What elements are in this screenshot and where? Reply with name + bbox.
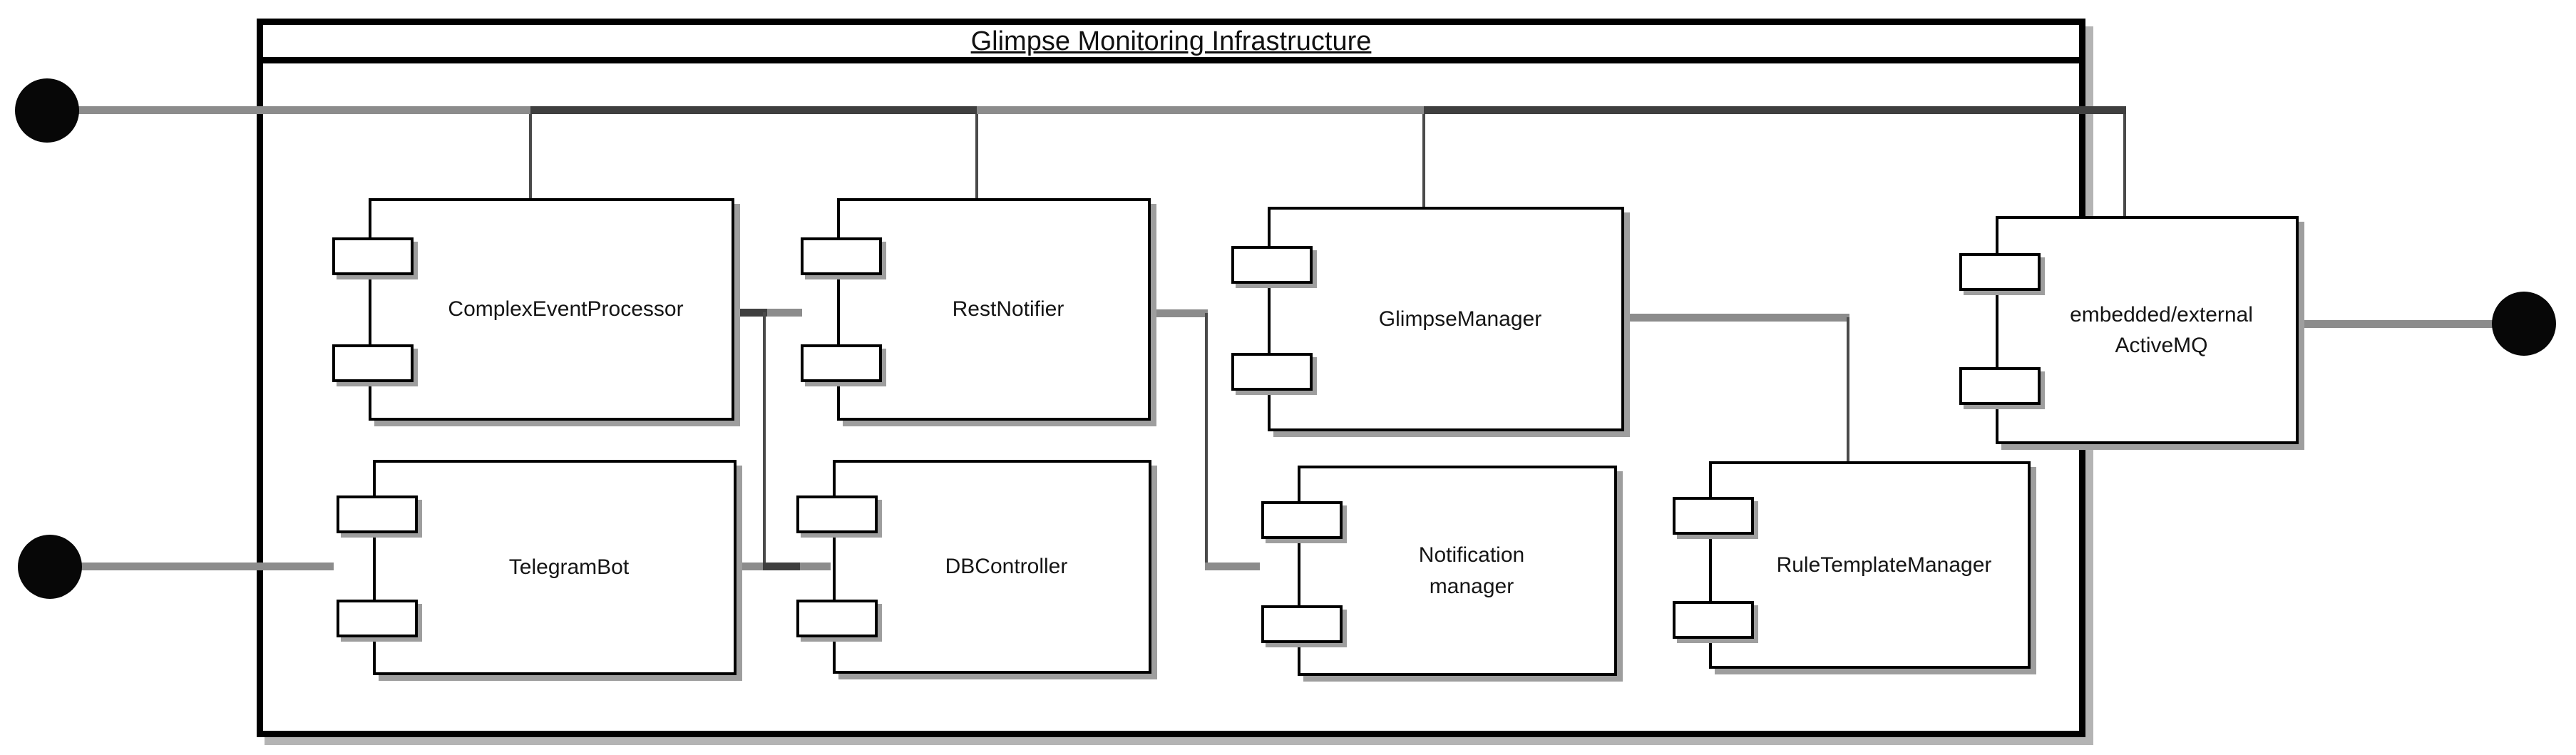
port-icon bbox=[337, 495, 418, 533]
component-label: RestNotifier bbox=[952, 297, 1064, 322]
port-icon bbox=[1673, 497, 1754, 535]
boundary-header: Glimpse Monitoring Infrastructure bbox=[263, 25, 2079, 63]
port-icon bbox=[801, 237, 882, 275]
component-label: embedded/external ActiveMQ bbox=[2070, 302, 2253, 358]
component-label: RuleTemplateManager bbox=[1776, 553, 1992, 577]
ball-interface-right-icon bbox=[2492, 292, 2556, 356]
bus-line-segment bbox=[530, 106, 977, 114]
connector-restnotifier-out bbox=[1150, 309, 1208, 317]
connector-cep-restnotifier bbox=[734, 309, 802, 317]
component-label: ComplexEventProcessor bbox=[448, 297, 684, 322]
bus-line-segment bbox=[77, 106, 530, 114]
component-activemq: embedded/external ActiveMQ bbox=[1959, 216, 2299, 444]
port-icon bbox=[332, 237, 414, 275]
component-label: DBController bbox=[945, 555, 1068, 579]
bus-line-segment bbox=[977, 106, 1424, 114]
component-label: TelegramBot bbox=[508, 555, 630, 580]
port-icon bbox=[1673, 601, 1754, 639]
component-glimpsemanager: GlimpseManager bbox=[1231, 207, 1624, 431]
connector-cep-dbcontroller-vertical bbox=[763, 312, 766, 567]
port-icon bbox=[337, 600, 418, 637]
port-icon bbox=[1959, 253, 2041, 291]
port-icon bbox=[1959, 367, 2041, 405]
connector-glimpsemanager-out bbox=[1624, 314, 1849, 322]
port-icon bbox=[1231, 353, 1313, 391]
stem-ball-mid-left bbox=[80, 563, 334, 570]
connector-cep-dbcontroller-horizontal bbox=[763, 563, 800, 570]
stem-ball-right bbox=[2299, 320, 2497, 328]
bus-drop-complexeventprocessor bbox=[529, 114, 532, 198]
port-icon bbox=[796, 495, 878, 533]
connector-cep-elbow bbox=[734, 309, 767, 317]
port-icon bbox=[1261, 501, 1343, 539]
ball-interface-mid-left-icon bbox=[18, 535, 82, 599]
connector-restnotifier-nm-vertical bbox=[1205, 313, 1208, 567]
bus-line-segment bbox=[1424, 106, 2126, 114]
port-icon bbox=[1261, 605, 1343, 643]
component-label: Notification manager bbox=[1418, 543, 1525, 598]
connector-glimpsemanager-rtm-vertical bbox=[1847, 317, 1849, 463]
component-dbcontroller: DBController bbox=[796, 460, 1151, 674]
port-icon bbox=[801, 344, 882, 382]
component-notification-manager: Notification manager bbox=[1261, 466, 1617, 676]
bus-drop-glimpsemanager bbox=[1422, 114, 1425, 207]
diagram-title: Glimpse Monitoring Infrastructure bbox=[970, 26, 1372, 56]
ball-interface-top-left-icon bbox=[15, 78, 79, 143]
component-restnotifier: RestNotifier bbox=[801, 198, 1151, 421]
port-icon bbox=[1231, 246, 1313, 284]
bus-drop-activemq bbox=[2123, 114, 2126, 216]
component-ruletemplatemanager: RuleTemplateManager bbox=[1673, 461, 2031, 669]
port-icon bbox=[332, 344, 414, 382]
component-label: GlimpseManager bbox=[1378, 307, 1542, 331]
component-telegrambot: TelegramBot bbox=[337, 460, 737, 675]
port-icon bbox=[796, 600, 878, 637]
connector-restnotifier-nm-horizontal bbox=[1205, 563, 1260, 570]
component-complexeventprocessor: ComplexEventProcessor bbox=[332, 198, 734, 421]
bus-drop-restnotifier bbox=[975, 114, 978, 198]
